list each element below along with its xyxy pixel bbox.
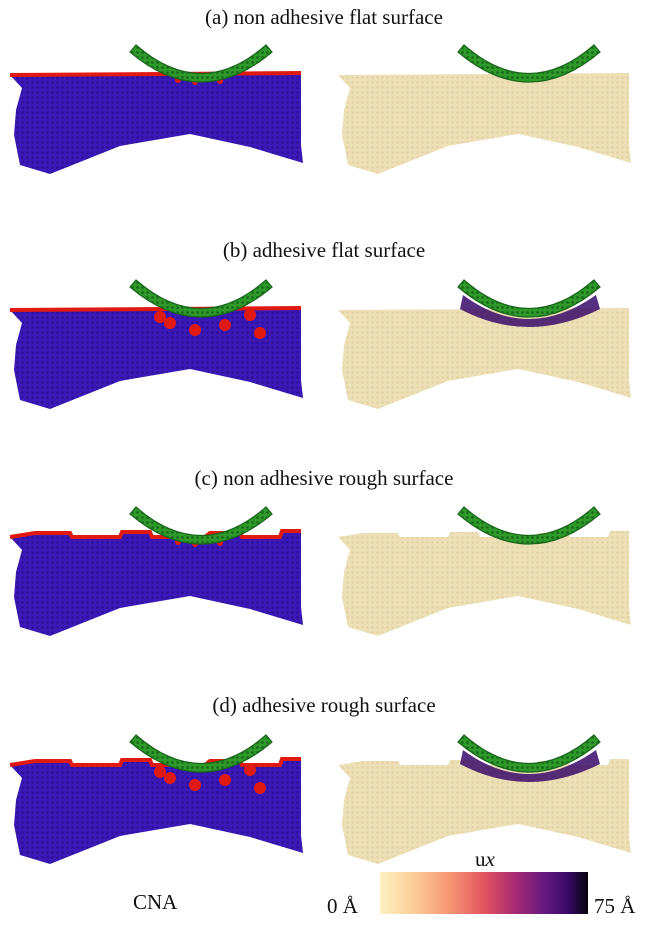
cna-snapshot-a — [10, 45, 303, 174]
defect-atoms — [244, 309, 256, 321]
ux-snapshot-d — [338, 735, 631, 864]
defect-atoms — [244, 764, 256, 776]
colorbar-quantity-subscript: x — [486, 847, 495, 871]
ux-snapshot-c — [338, 507, 631, 636]
displacement-slab — [338, 308, 631, 409]
ux-snapshot-a — [338, 45, 631, 174]
cna-snapshot-d — [10, 735, 303, 864]
defect-atoms — [254, 782, 266, 794]
cna-snapshot-b — [10, 280, 303, 409]
crystal-slab — [10, 308, 303, 409]
surface-atom-layer — [10, 308, 301, 310]
colorbar-quantity-label: ux — [475, 847, 495, 872]
defect-atoms — [164, 772, 176, 784]
defect-atoms — [164, 317, 176, 329]
defect-atoms — [189, 324, 201, 336]
displacement-colorbar — [380, 872, 588, 914]
cna-snapshot-c — [10, 507, 303, 636]
colorbar-max-label: 75 Å — [594, 894, 635, 919]
defect-atoms — [219, 319, 231, 331]
crystal-slab — [10, 73, 303, 174]
crystal-slab — [10, 531, 303, 636]
defect-atoms — [154, 311, 166, 323]
colorbar-quantity: u — [475, 847, 486, 871]
displacement-slab — [338, 73, 631, 174]
defect-atoms — [154, 766, 166, 778]
cna-label: CNA — [133, 890, 177, 915]
colorbar-min-label: 0 Å — [327, 894, 358, 919]
displacement-slab — [338, 531, 631, 636]
defect-atoms — [254, 327, 266, 339]
ux-snapshot-b — [338, 280, 631, 409]
defect-atoms — [219, 774, 231, 786]
defect-atoms — [189, 779, 201, 791]
surface-atom-layer — [10, 73, 301, 75]
